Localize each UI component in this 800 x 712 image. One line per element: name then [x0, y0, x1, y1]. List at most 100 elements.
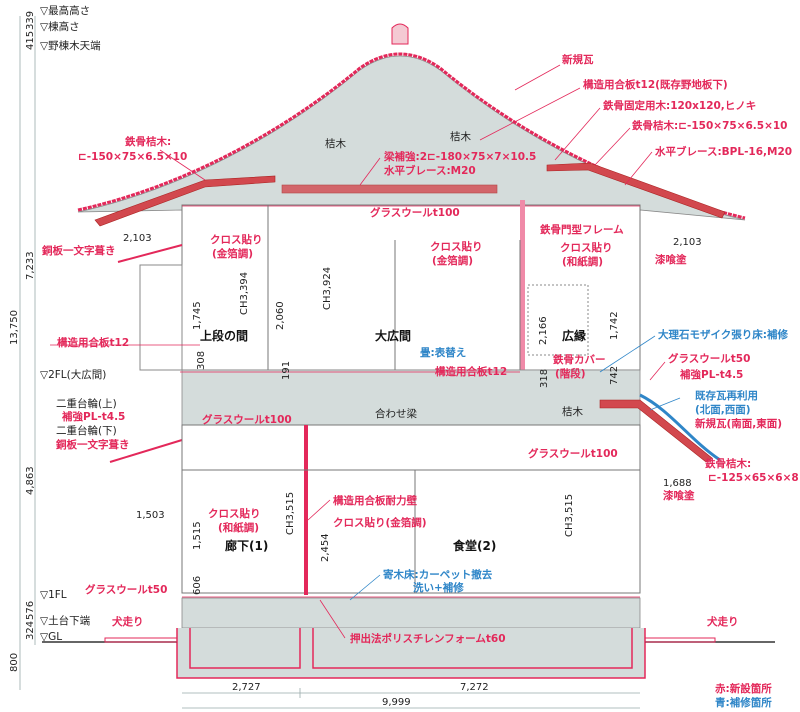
note: グラスウールt100: [202, 413, 292, 426]
note: グラスウールt50: [668, 352, 750, 365]
note: 水平ブレース:BPL-16,M20: [654, 145, 792, 158]
shear-wall: [304, 425, 308, 595]
note: 漆喰塗: [655, 253, 687, 266]
note: 補強PL-t4.5: [679, 368, 743, 381]
note: クロス貼り: [560, 241, 613, 254]
dim: 800: [9, 653, 20, 672]
ridge-ornament: [391, 23, 409, 45]
inubashiri-right-slab: [644, 637, 716, 643]
floor1-room: [181, 424, 641, 594]
room-shokudo: 食堂(2): [452, 538, 496, 553]
roof-tile-line: [77, 52, 746, 220]
note: 二重台輪(下): [56, 424, 117, 437]
foundation-outline: [176, 628, 646, 679]
note: クロス貼り: [430, 240, 483, 253]
level-sill: ▽土台下端: [40, 614, 91, 627]
floor-beam-zone: [181, 369, 641, 426]
note: ⊏-125×65×6×8: [708, 472, 799, 484]
level-top: ▽最高高さ: [40, 4, 90, 17]
copper-roof-lower: [109, 439, 183, 463]
dim: 2,166: [538, 316, 549, 345]
note: グラスウールt100: [370, 206, 460, 219]
note: 鉄骨門型フレーム: [540, 223, 624, 236]
legend-new: 赤:新設箇所: [715, 682, 772, 695]
note: 梁補強:2⊏-180×75×7×10.5: [383, 150, 536, 163]
dim: 1,742: [609, 311, 620, 340]
note: (階段): [555, 367, 586, 380]
dim: 339: [25, 11, 36, 30]
level-rafter-top: ▽野棟木天端: [40, 39, 101, 52]
note: 水平ブレース:M20: [383, 164, 476, 177]
inubashiri-left-slab: [104, 637, 178, 643]
dim: CH3,515: [285, 492, 296, 535]
dim: CH3,924: [322, 267, 333, 310]
dim: 1,745: [192, 301, 203, 330]
level-1fl: ▽1FL: [40, 589, 67, 601]
dim: 1,515: [192, 521, 203, 550]
balcony-left: [139, 264, 183, 371]
note: (金箔調): [432, 254, 473, 267]
dim: 576: [25, 601, 36, 620]
room-roka: 廊下(1): [225, 538, 268, 553]
note: 銅板一文字葺き: [56, 438, 130, 451]
note: クロス貼り: [208, 507, 261, 520]
repair-note: 畳:表替え: [420, 346, 466, 359]
foundation: [181, 597, 641, 629]
dim-2727: 2,727: [232, 682, 261, 693]
note: 構造用合板t12: [57, 336, 129, 349]
dim-eave-right: 2,103: [673, 237, 702, 248]
note: 犬走り: [111, 615, 144, 628]
note: 鉄骨桔木:: [705, 457, 751, 470]
note: 漆喰塗: [663, 489, 695, 502]
lattice-window: [527, 284, 589, 356]
beam-reinforcement: [281, 184, 498, 194]
note: 新規瓦: [562, 53, 594, 66]
copper-roof-upper: [117, 244, 183, 263]
note: 新規瓦(南面,東面): [695, 417, 782, 430]
repair-note: 大理石モザイク張り床:補修: [658, 328, 788, 341]
label-hanegi: 桔木: [562, 405, 583, 418]
note: 鉄骨カバー: [553, 353, 606, 366]
dim: 742: [609, 366, 620, 385]
level-2fl: ▽2FL(大広間): [40, 368, 106, 381]
note: 鉄骨桔木:⊏-150×75×6.5×10: [632, 119, 788, 132]
room-ohiroma: 大広間: [375, 328, 411, 343]
dim-1688: 1,688: [663, 478, 692, 489]
dim-7272: 7,272: [460, 682, 489, 693]
dim: 2,454: [320, 533, 331, 562]
legend-repair: 青:補修箇所: [715, 696, 772, 709]
dim: 606: [192, 576, 203, 595]
note: 鉄骨固定用木:120x120,ヒノキ: [603, 99, 756, 112]
repair-note: 既存瓦再利用: [695, 389, 758, 402]
note: (和紙調): [562, 255, 603, 268]
note: クロス貼り(金箔調): [333, 516, 427, 529]
note: 押出法ポリスチレンフォームt60: [350, 632, 506, 645]
dim: CH3,394: [239, 272, 250, 315]
note: 犬走り: [706, 615, 739, 628]
repair-note: 寄木床:カーペット撤去: [383, 568, 493, 581]
dim-1503: 1,503: [136, 510, 165, 521]
dim: 13,750: [9, 310, 20, 345]
note: グラスウールt50: [85, 583, 167, 596]
label-awase-beam: 合わせ梁: [375, 407, 417, 420]
note: 二重台輪(上): [56, 397, 117, 410]
lower-eave-right: [639, 393, 721, 462]
floor2-room: [181, 204, 641, 371]
dim: 308: [196, 351, 207, 370]
steel-hanegi-right: [546, 162, 726, 219]
note: (金箔調): [212, 247, 253, 260]
note: (和紙調): [218, 521, 259, 534]
dim-eave-left: 2,103: [123, 233, 152, 244]
note: 補強PL-t4.5: [61, 410, 125, 423]
steel-portal-frame: [520, 200, 525, 410]
dim: 191: [281, 361, 292, 380]
dim: 318: [539, 369, 550, 388]
vertical-dimensions: 415 339 7,233 13,750 4,863 324 576 800 1…: [9, 11, 620, 672]
dim: 4,863: [25, 466, 36, 495]
note: 構造用合板耐力壁: [333, 494, 417, 507]
repair-note: (北面,西面): [695, 403, 751, 416]
note: クロス貼り: [210, 233, 263, 246]
dim: 415: [25, 31, 36, 50]
label-hanegi: 桔木: [325, 137, 346, 150]
